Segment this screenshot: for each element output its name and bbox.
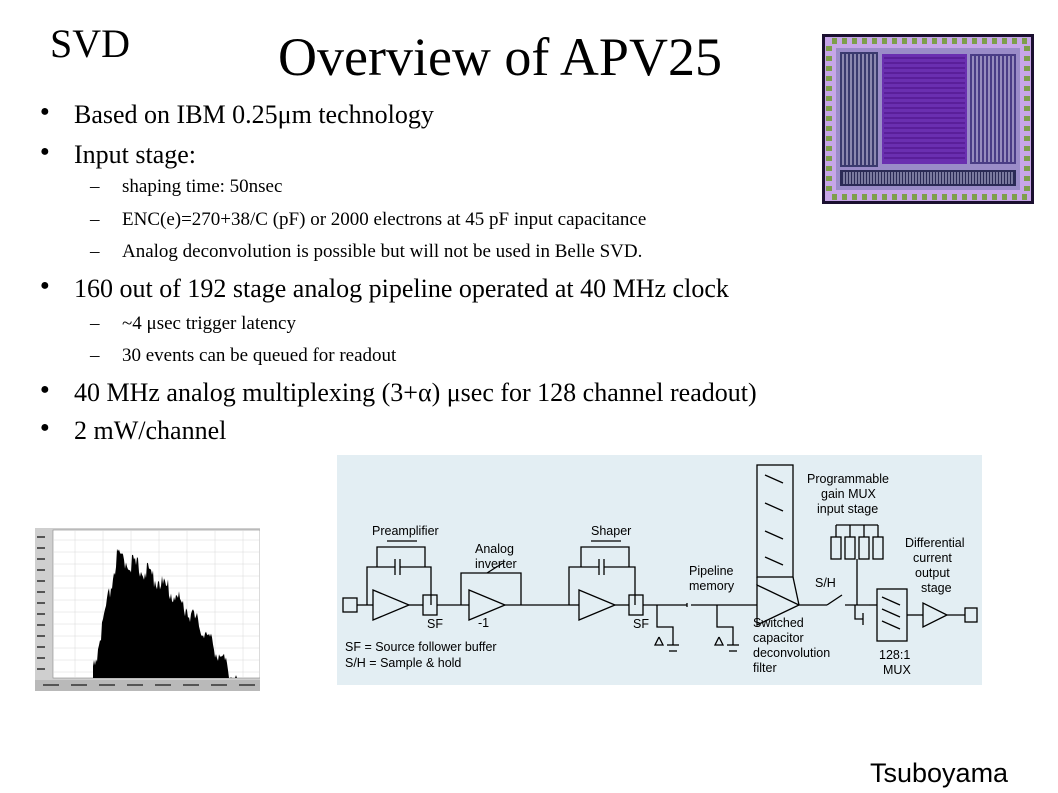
sf-buffer-1 [422, 594, 438, 616]
svg-text:SF: SF [427, 617, 443, 631]
dash-icon: – [90, 241, 100, 262]
histogram-image [35, 528, 260, 691]
svg-text:memory: memory [689, 579, 735, 593]
svg-text:Pipeline: Pipeline [689, 564, 734, 578]
svg-text:Shaper: Shaper [591, 524, 631, 538]
svg-text:stage: stage [921, 581, 952, 595]
svg-text:filter: filter [753, 661, 777, 675]
svg-text:S/H: S/H [815, 576, 836, 590]
svg-text:input stage: input stage [817, 502, 878, 516]
dash-icon: – [90, 313, 100, 334]
svg-text:capacitor: capacitor [753, 631, 804, 645]
svg-text:Preamplifier: Preamplifier [372, 524, 439, 538]
bullet-dot-icon: ● [40, 143, 50, 160]
slide-title: Overview of APV25 [278, 27, 722, 87]
svg-text:inverter: inverter [475, 557, 517, 571]
input-pad [342, 597, 358, 613]
shaper-triangle [578, 589, 617, 621]
circuit-diagram: Preamplifier Analog inverter Shaper Pipe… [337, 455, 982, 685]
svg-text:Switched: Switched [753, 616, 804, 630]
svg-text:MUX: MUX [883, 663, 911, 677]
svg-text:gain MUX: gain MUX [821, 487, 877, 501]
bullet-dot-icon: ● [40, 277, 50, 294]
dash-icon: – [90, 176, 100, 197]
mux-block [876, 588, 908, 642]
svg-text:-1: -1 [478, 616, 489, 630]
svg-text:Differential: Differential [905, 536, 965, 550]
svg-text:output: output [915, 566, 950, 580]
bullet-dot-icon: ● [40, 381, 50, 398]
svg-text:128:1: 128:1 [879, 648, 910, 662]
svg-text:Analog: Analog [475, 542, 514, 556]
output-triangle [922, 601, 949, 629]
preamp-triangle [372, 589, 411, 621]
dash-icon: – [90, 345, 100, 366]
svg-text:S/H = Sample & hold: S/H = Sample & hold [345, 656, 461, 670]
slide-tag: SVD [50, 21, 131, 66]
bullet-dot-icon: ● [40, 419, 50, 436]
svg-text:current: current [913, 551, 952, 565]
bullet-dot-icon: ● [40, 103, 50, 120]
svg-text:Programmable: Programmable [807, 472, 889, 486]
inverter-triangle [468, 589, 507, 621]
dash-icon: – [90, 209, 100, 230]
deconvolution-amp [756, 583, 801, 627]
chip-die-image [822, 34, 1034, 204]
svg-text:SF = Source follower buffer: SF = Source follower buffer [345, 640, 497, 654]
svg-text:deconvolution: deconvolution [753, 646, 830, 660]
author-name: Tsuboyama [870, 758, 1009, 788]
svg-text:SF: SF [633, 617, 649, 631]
sf-buffer-2 [628, 594, 644, 616]
output-pad [964, 607, 978, 623]
